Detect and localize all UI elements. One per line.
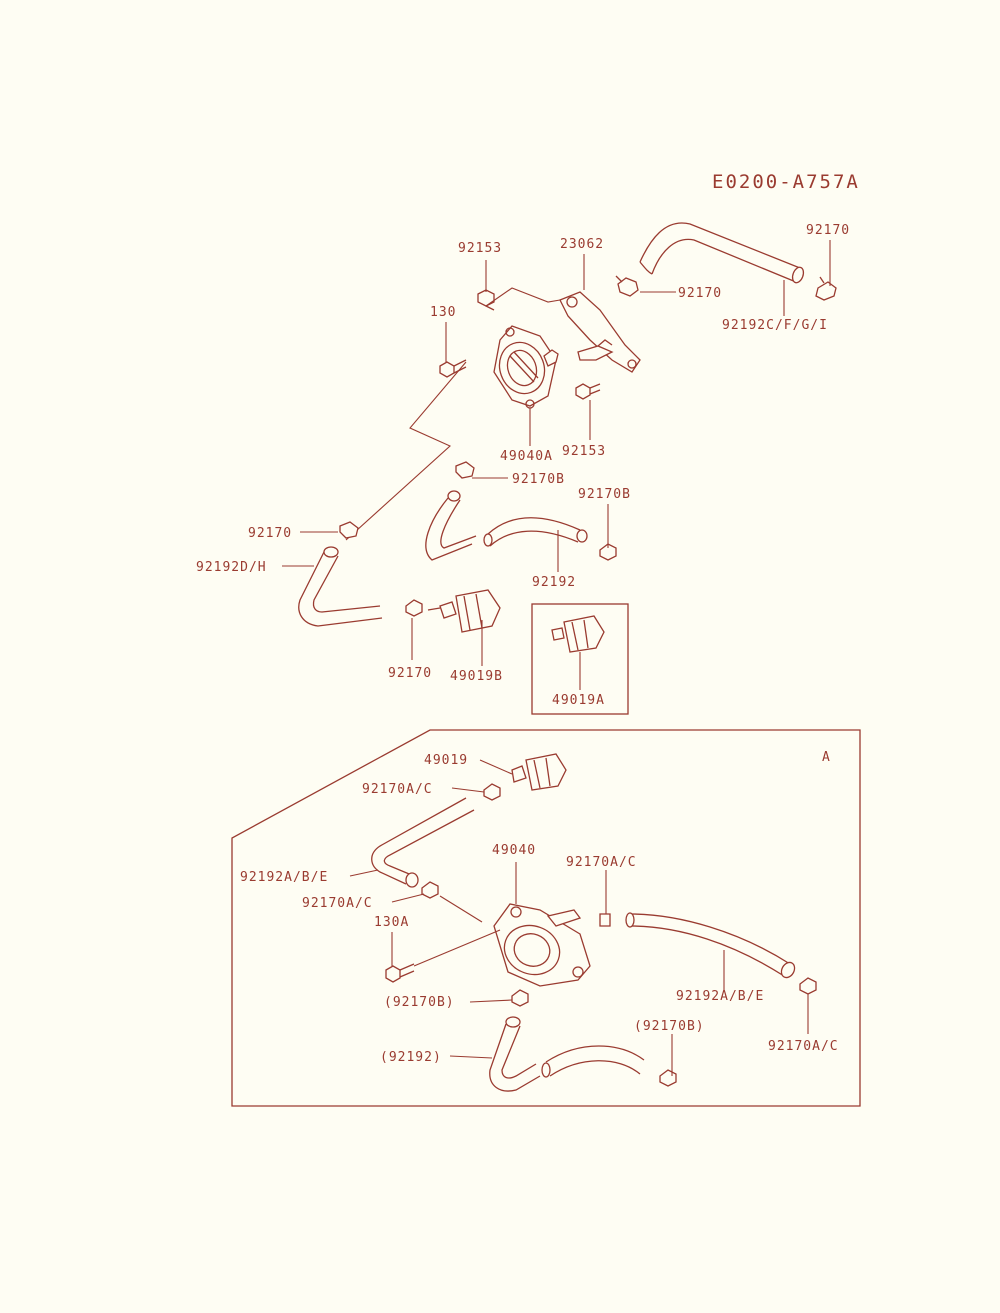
hose-92192dh [298, 546, 383, 627]
hose-92192abe-right [625, 912, 796, 979]
clamp-92170ac-left [421, 881, 439, 899]
bolt-92153-top [477, 289, 495, 311]
clamp-92170-left [339, 521, 359, 539]
label-92170b-right: 92170B [578, 487, 631, 502]
fuel-filter-49019 [511, 753, 567, 791]
hose-92192cfgi [639, 222, 805, 284]
bolt-130a [385, 963, 415, 983]
label-92170b-paren-right: (92170B) [634, 1019, 705, 1034]
clamp-92170-right [815, 276, 837, 301]
section-a-frame [231, 729, 861, 1107]
clamp-92170b-lower [511, 989, 529, 1007]
label-49019b: 49019B [450, 669, 503, 684]
box-49019a [531, 603, 629, 715]
label-92170ac-right: 92170A/C [768, 1039, 839, 1054]
label-49019: 49019 [424, 753, 468, 768]
clamp-92170ac-upper [483, 783, 501, 801]
label-92170-bracket: 92170 [678, 286, 722, 301]
label-92192dh: 92192D/H [196, 560, 267, 575]
hose-92192 [483, 517, 588, 547]
fuel-filter-49019a [551, 615, 605, 653]
bracket-23062 [559, 291, 641, 373]
fuel-pump-49040a [493, 325, 559, 409]
fuel-filter-49019b [427, 589, 501, 633]
label-92170b-paren: (92170B) [384, 995, 455, 1010]
label-92153-top: 92153 [458, 241, 502, 256]
clamp-92170b-lower-right [659, 1069, 677, 1087]
hose-92192abe-left [371, 797, 475, 888]
hose-curved-left [425, 490, 477, 561]
bolt-130 [439, 359, 467, 378]
label-92192: 92192 [532, 575, 576, 590]
label-92170b-upper: 92170B [512, 472, 565, 487]
label-49040: 49040 [492, 843, 536, 858]
clamp-92170ac-right [799, 977, 817, 995]
label-130: 130 [430, 305, 456, 320]
diagram-code: E0200-A757A [712, 171, 860, 193]
hose-92192-lower [489, 1016, 645, 1092]
bolt-92153-bottom [575, 383, 601, 400]
label-92192abe-left: 92192A/B/E [240, 870, 328, 885]
clamp-92170-filter [405, 599, 423, 617]
label-section-a: A [822, 750, 831, 765]
label-130a: 130A [374, 915, 409, 930]
clamp-92170ac-pump [599, 913, 611, 927]
label-92170ac-upper: 92170A/C [362, 782, 433, 797]
label-92170-top: 92170 [806, 223, 850, 238]
clamp-92170-bracket [615, 275, 639, 297]
label-92170ac-pump: 92170A/C [566, 855, 637, 870]
label-92192cfgi: 92192C/F/G/I [722, 318, 828, 333]
label-92192-paren: (92192) [380, 1050, 442, 1065]
label-92153-bottom: 92153 [562, 444, 606, 459]
label-92192abe-right: 92192A/B/E [676, 989, 764, 1004]
label-92170-filter: 92170 [388, 666, 432, 681]
label-49019a: 49019A [552, 693, 605, 708]
label-23062: 23062 [560, 237, 604, 252]
clamp-92170b-upper [455, 461, 475, 479]
fuel-pump-49040 [493, 903, 591, 987]
label-49040a: 49040A [500, 449, 553, 464]
label-92170ac-left: 92170A/C [302, 896, 373, 911]
label-92170-left: 92170 [248, 526, 292, 541]
